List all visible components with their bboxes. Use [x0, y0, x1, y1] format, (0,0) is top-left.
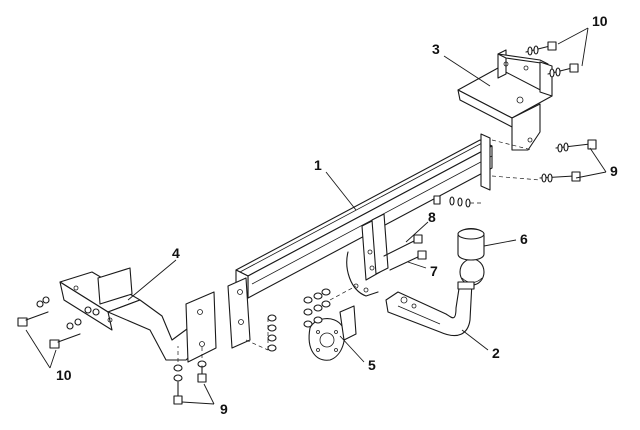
callout-9-bottom: 9: [220, 401, 228, 417]
bolt-10-top-2: [547, 63, 579, 78]
callout-10-top: 10: [592, 13, 608, 29]
assembly-lines: [177, 139, 541, 362]
bolt-10-left-2: [49, 318, 82, 349]
part-2-tow-ball-neck: [385, 258, 485, 337]
callout-8: 8: [428, 209, 436, 225]
callout-6: 6: [520, 231, 528, 247]
fasteners: [17, 41, 597, 405]
bolt-9-right-1: [555, 139, 597, 153]
part-1-crossbeam: [227, 133, 493, 349]
callout-2: 2: [492, 345, 500, 361]
bolt-7: [389, 250, 427, 271]
part-4-left-bracket: [59, 267, 217, 363]
washers-left: [84, 306, 100, 316]
nut-cluster-center: [303, 288, 331, 328]
bolt-9-bottom-1: [173, 364, 183, 405]
callout-1: 1: [314, 157, 322, 173]
bolt-10-left-1: [17, 296, 50, 327]
bolt-center-row: [433, 195, 471, 208]
callout-9-right: 9: [610, 163, 618, 179]
bolt-8: [383, 234, 423, 257]
callout-3: 3: [432, 41, 440, 57]
callout-leaders: [25, 27, 607, 405]
part-5-socket-plate: [308, 305, 357, 361]
callout-7: 7: [430, 263, 438, 279]
bolt-9-bottom-2: [197, 360, 207, 383]
bolt-9-right-2: [539, 171, 581, 183]
bolt-10-top-1: [525, 41, 557, 56]
callout-10-left: 10: [56, 367, 72, 383]
callout-5: 5: [368, 357, 376, 373]
nuts-left-end: [267, 314, 277, 352]
callout-4: 4: [172, 245, 180, 261]
part-3-right-bracket: [457, 49, 553, 151]
part-6-ball-cap: [457, 227, 485, 261]
